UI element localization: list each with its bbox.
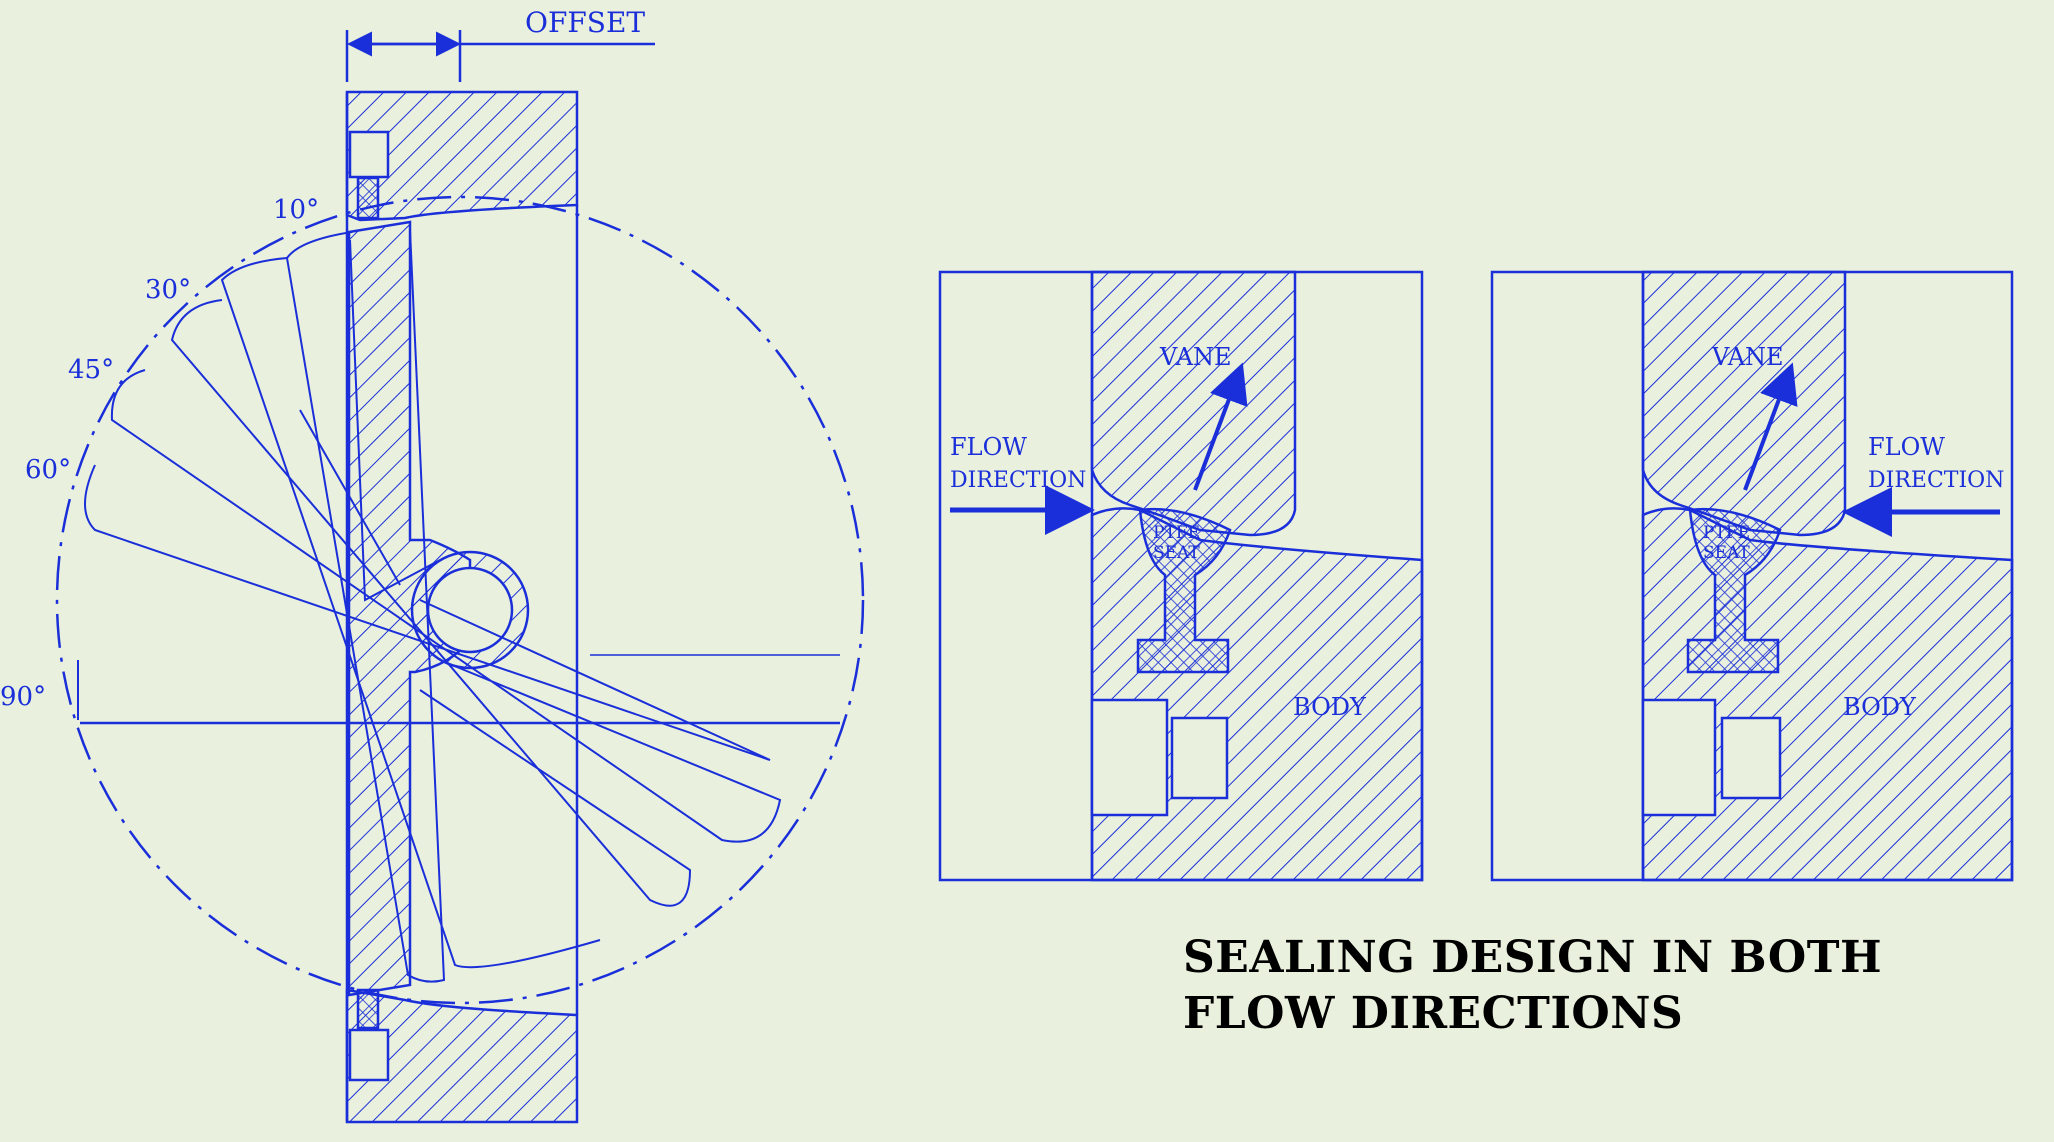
upper-seat-ring [356,176,380,220]
panel-b-body [1641,507,2014,882]
panel-a-seat [1136,507,1232,674]
upper-seat-retainer [348,130,390,179]
angle-label-10: 10° [273,195,319,225]
angle-label-60: 60° [25,455,71,485]
caption-line-2: FLOW DIRECTIONS [1183,988,1684,1039]
panel-b-body-label: BODY [1843,693,1917,721]
swept-disc-positions [84,229,782,983]
seal-panel-a [938,270,1424,882]
panel-a-seat-label-2: SEAT [1153,543,1200,563]
angle-label-90: 90° [0,682,46,712]
caption-line-1: SEALING DESIGN IN BOTH [1183,932,1883,983]
panel-a-body-label: BODY [1293,693,1367,721]
panel-a-seat-label-1: PTFE [1153,523,1200,543]
panel-a-vane [1090,270,1297,537]
panel-a-body [1090,507,1424,882]
offset-dimension [345,30,655,82]
seal-panel-b [1490,270,2014,882]
offset-disc-drawing: OFFSET [55,6,865,1124]
panel-b-seat [1686,507,1782,674]
panel-b-vane [1641,270,1847,537]
disc-swing-circle [55,195,865,1005]
body-upper [345,90,579,222]
panel-a-retainer [1090,698,1169,817]
offset-label: OFFSET [525,6,645,39]
panel-b-vane-label: VANE [1711,343,1784,371]
panel-a-vane-label: VANE [1159,343,1232,371]
lower-seat-retainer [348,1028,390,1082]
panel-a-flow-label-1: FLOW [950,433,1027,461]
angle-label-45: 45° [68,355,114,385]
panel-b-seat-label-1: PTFE [1703,523,1750,543]
panel-b-flow-label-1: FLOW [1868,433,1945,461]
panel-b-retainer [1641,698,1717,817]
panel-b-flow-label-2: DIRECTION [1868,468,2004,493]
lower-seat-ring [356,988,380,1030]
caption: SEALING DESIGN IN BOTH FLOW DIRECTIONS [1183,930,1882,1042]
panel-b-seat-label-2: SEAT [1703,543,1750,563]
panel-a-flow-label-2: DIRECTION [950,468,1086,493]
angle-label-30: 30° [145,275,191,305]
